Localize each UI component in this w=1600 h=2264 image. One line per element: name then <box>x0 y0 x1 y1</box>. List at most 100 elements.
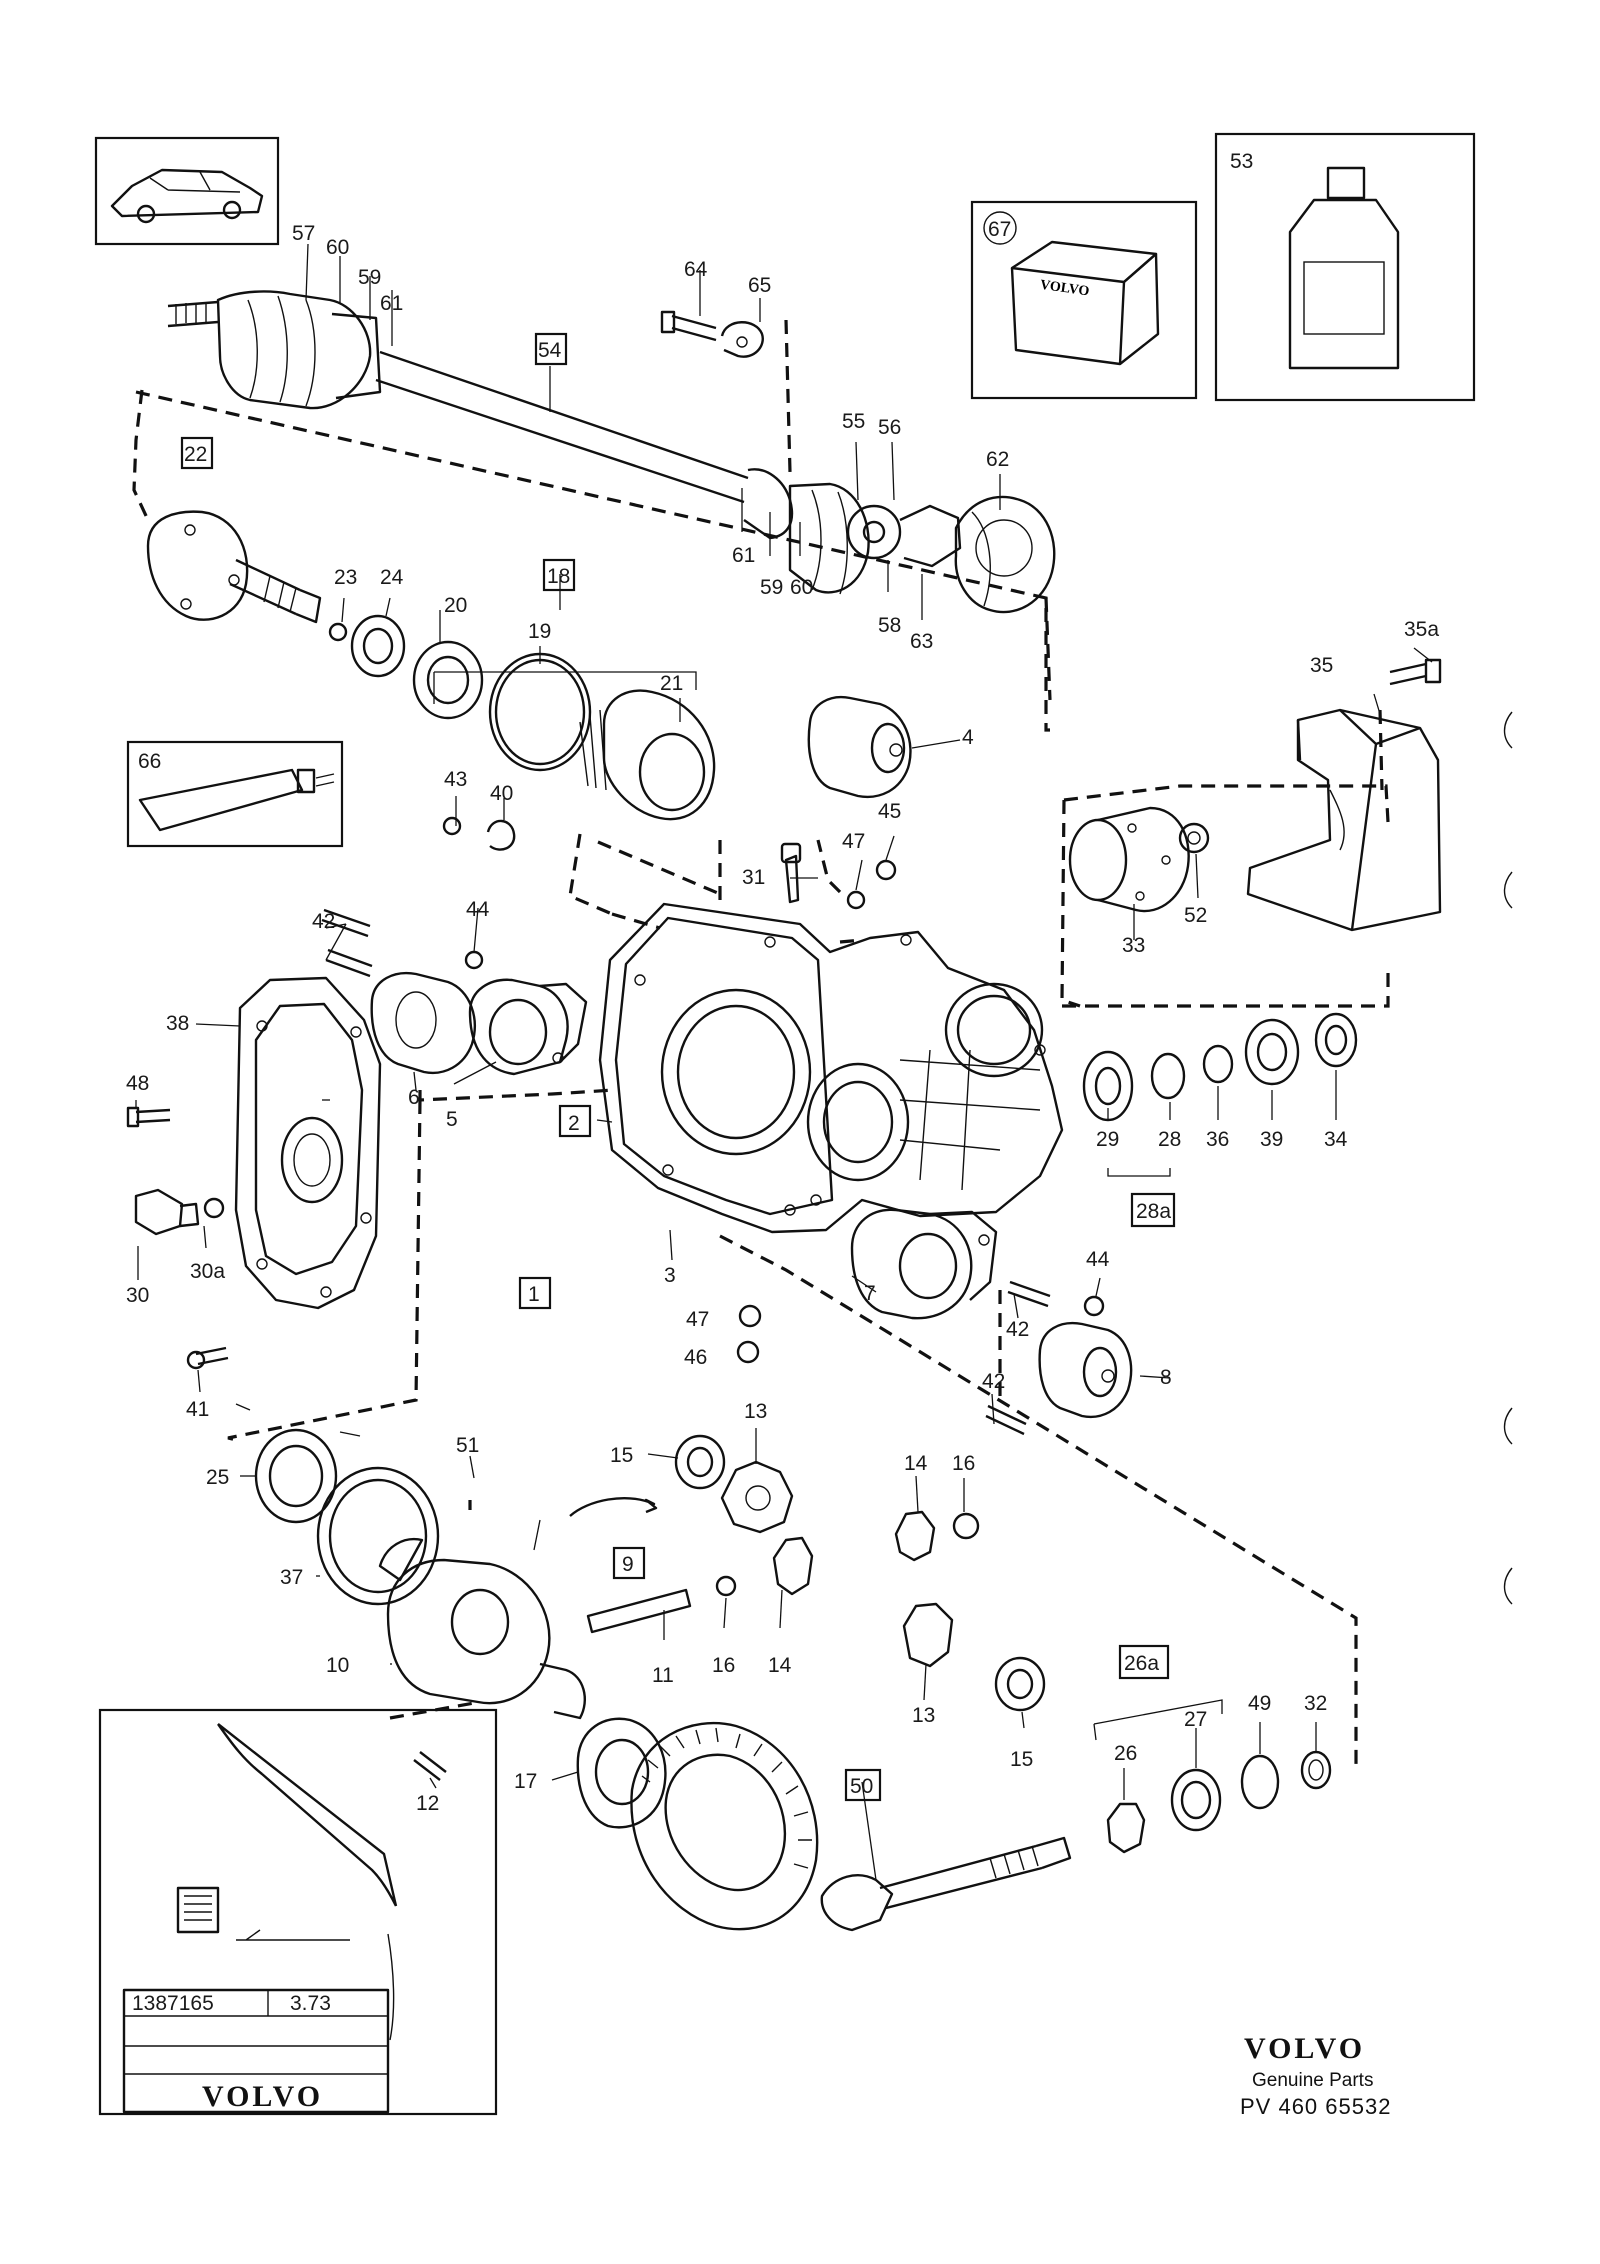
right-bearings-28a <box>1082 1012 1358 1122</box>
callout-66: 66 <box>138 750 161 773</box>
sealant-tube-66 <box>126 740 344 848</box>
sensor-30 <box>126 1106 225 1236</box>
callout-8: 8 <box>1160 1366 1172 1389</box>
cover-38 <box>234 976 382 1310</box>
drive-shaft-54 <box>167 290 1056 614</box>
callout-51: 51 <box>456 1434 479 1457</box>
callout-63: 63 <box>910 630 933 653</box>
callout-59: 59 <box>358 266 381 289</box>
callout-15b: 15 <box>1010 1748 1033 1771</box>
callout-57: 57 <box>292 222 315 245</box>
callout-44b: 44 <box>1086 1248 1110 1271</box>
axle-mount-4 <box>807 695 912 799</box>
callout-33: 33 <box>1122 934 1145 957</box>
callout-27: 27 <box>1184 1708 1207 1731</box>
callout-30: 30 <box>126 1284 149 1307</box>
callout-61b: 61 <box>732 544 755 567</box>
callout-10: 10 <box>326 1654 349 1677</box>
callout-16: 16 <box>952 1452 975 1475</box>
car-thumbnail <box>94 136 280 246</box>
callout-64: 64 <box>684 258 708 281</box>
callout-42: 42 <box>312 910 335 933</box>
callout-60b: 60 <box>790 576 813 599</box>
callout-44: 44 <box>466 898 490 921</box>
package-box-67: VOLVO <box>970 200 1198 400</box>
callout-50: 50 <box>850 1775 873 1798</box>
callout-48: 48 <box>126 1072 149 1095</box>
type-plate-inset: 1387165 3.73 VOLVO <box>98 1708 498 2116</box>
callout-13: 13 <box>744 1400 767 1423</box>
callout-42c: 42 <box>982 1370 1005 1393</box>
callout-32: 32 <box>1304 1692 1327 1715</box>
callout-6: 6 <box>408 1086 420 1109</box>
callout-29: 29 <box>1096 1128 1119 1151</box>
callout-12: 12 <box>416 1792 439 1815</box>
callout-47: 47 <box>842 830 865 853</box>
brand-subtitle: Genuine Parts <box>1252 2070 1373 2091</box>
callout-28: 28 <box>1158 1128 1181 1151</box>
brand-name: VOLVO <box>1244 2032 1365 2065</box>
callout-5: 5 <box>446 1108 458 1131</box>
callout-23: 23 <box>334 566 357 589</box>
callout-30a: 30a <box>190 1260 225 1283</box>
callout-49: 49 <box>1248 1692 1271 1715</box>
callout-34: 34 <box>1324 1128 1348 1151</box>
bolt-64-clip-65 <box>660 310 764 358</box>
callout-39: 39 <box>1260 1128 1283 1151</box>
callout-21: 21 <box>660 672 683 695</box>
callout-4: 4 <box>962 726 974 749</box>
package-box-label: VOLVO <box>1039 278 1090 300</box>
bushing-6-bracket-5 <box>370 971 588 1076</box>
plate-brand: VOLVO <box>202 2080 323 2113</box>
callout-15: 15 <box>610 1444 633 1467</box>
callout-9: 9 <box>622 1553 634 1576</box>
callout-61: 61 <box>380 292 403 315</box>
assembly-outlines <box>132 319 1390 1772</box>
fasteners <box>186 816 1105 1436</box>
callout-35a: 35a <box>1404 618 1439 641</box>
callout-25: 25 <box>206 1466 229 1489</box>
callout-1: 1 <box>528 1283 540 1306</box>
differential-assembly <box>254 1428 1046 1781</box>
callout-13b: 13 <box>912 1704 935 1727</box>
callout-24: 24 <box>380 566 404 589</box>
callout-54: 54 <box>538 339 562 362</box>
oil-bottle-box-53 <box>1214 132 1476 402</box>
callout-7: 7 <box>864 1282 876 1305</box>
callout-40: 40 <box>490 782 513 805</box>
ring-gear-pinion <box>576 1717 1332 1932</box>
mount-35 <box>1246 658 1442 932</box>
callout-11: 11 <box>652 1664 674 1687</box>
callout-2: 2 <box>568 1112 580 1135</box>
callout-31: 31 <box>742 866 765 889</box>
callout-20: 20 <box>444 594 467 617</box>
bracket-7-bushing-8 <box>850 1208 1133 1419</box>
margin-marks <box>1503 711 1513 1605</box>
callout-3: 3 <box>664 1264 676 1287</box>
callout-60: 60 <box>326 236 349 259</box>
callout-43: 43 <box>444 768 467 791</box>
callout-36: 36 <box>1206 1128 1229 1151</box>
callout-14: 14 <box>904 1452 928 1475</box>
callout-28a: 28a <box>1136 1200 1171 1223</box>
housing-2 <box>598 842 1064 1234</box>
callout-56: 56 <box>878 416 901 439</box>
callout-26: 26 <box>1114 1742 1137 1765</box>
boxed-callouts <box>180 332 1176 1802</box>
callout-46: 46 <box>684 1346 707 1369</box>
plate-ratio: 3.73 <box>290 1992 331 2015</box>
callout-41: 41 <box>186 1398 209 1421</box>
callout-42b: 42 <box>1006 1318 1029 1341</box>
callout-59b: 59 <box>760 576 783 599</box>
callout-52: 52 <box>1184 904 1207 927</box>
callout-37: 37 <box>280 1566 303 1589</box>
leader-lines <box>135 243 1433 1881</box>
callout-14b: 14 <box>768 1654 792 1677</box>
callout-17: 17 <box>514 1770 537 1793</box>
callout-65: 65 <box>748 274 771 297</box>
callout-62: 62 <box>986 448 1009 471</box>
bearings-seals-18 <box>328 614 716 821</box>
callout-38: 38 <box>166 1012 189 1035</box>
flange-33-nut-52 <box>1068 806 1210 913</box>
